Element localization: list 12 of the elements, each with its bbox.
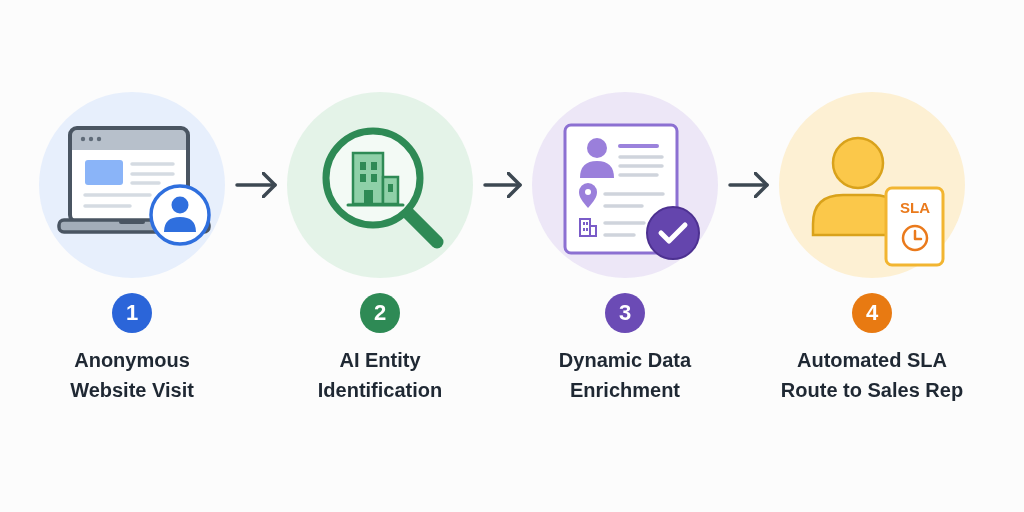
step-label: AI Entity Identification <box>316 348 444 403</box>
arrow <box>728 171 769 199</box>
arrow <box>235 171 277 199</box>
step-label: Anonymous Website Visit <box>69 348 195 403</box>
step-number-badge: 1 <box>112 293 152 333</box>
step-number-badge: 3 <box>605 293 645 333</box>
step-number-badge: 2 <box>360 293 400 333</box>
arrow <box>483 171 522 199</box>
step-label: Automated SLA Route to Sales Rep <box>779 348 965 403</box>
step-number-badge: 4 <box>852 293 892 333</box>
sla-label: SLA <box>900 199 930 216</box>
step-label: Dynamic Data Enrichment <box>557 348 693 403</box>
